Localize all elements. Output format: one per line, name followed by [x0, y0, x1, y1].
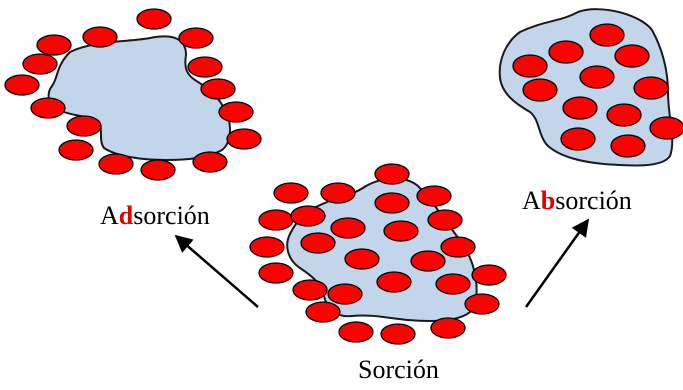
particle	[5, 75, 39, 95]
particle	[375, 164, 409, 184]
particle	[549, 41, 583, 63]
particle	[465, 294, 499, 314]
arrow-to-adsorption	[176, 236, 258, 307]
particle	[179, 28, 213, 48]
particle	[37, 35, 71, 55]
particle	[611, 135, 645, 157]
particle	[67, 116, 101, 136]
particle	[590, 24, 624, 46]
particle	[59, 140, 93, 160]
label-adsorcion: Adsorción	[100, 201, 210, 230]
particle	[219, 102, 253, 122]
particle	[331, 218, 365, 238]
label-sorcion: Sorción	[358, 355, 439, 384]
label-adsorcion-suffix: sorción	[133, 201, 210, 230]
label-absorcion: Absorción	[522, 186, 632, 215]
particle	[83, 27, 117, 47]
particle	[523, 79, 557, 101]
particle	[321, 183, 355, 203]
particle	[634, 77, 668, 99]
label-adsorcion-highlight: d	[119, 201, 134, 230]
particle	[375, 193, 409, 213]
label-adsorcion-prefix: A	[100, 201, 119, 230]
particle	[259, 210, 293, 230]
particle	[345, 249, 379, 269]
particle	[411, 251, 445, 271]
particle	[377, 272, 411, 292]
particle	[615, 45, 649, 67]
particle	[580, 66, 614, 88]
particle	[201, 79, 235, 99]
particle	[291, 206, 325, 226]
particle	[650, 117, 683, 139]
particle	[301, 233, 335, 253]
particle	[384, 221, 418, 241]
particle	[436, 274, 470, 294]
particle	[23, 54, 57, 74]
label-absorcion-prefix: A	[522, 186, 541, 215]
particle	[141, 160, 175, 180]
adsorption-group	[5, 9, 261, 180]
particle	[250, 237, 284, 257]
absorption-group	[500, 9, 683, 165]
particle	[31, 98, 65, 118]
particle	[431, 318, 465, 338]
particle	[417, 186, 451, 206]
label-absorcion-highlight: b	[541, 186, 555, 215]
particle	[99, 154, 133, 174]
particle	[441, 237, 475, 257]
particle	[328, 284, 362, 304]
particle	[259, 263, 293, 283]
particle	[193, 152, 227, 172]
particle	[339, 322, 373, 342]
particle	[607, 104, 641, 126]
particle	[381, 324, 415, 344]
label-absorcion-suffix: sorción	[555, 186, 632, 215]
particle	[563, 97, 597, 119]
particle	[513, 55, 547, 77]
particle	[306, 302, 340, 322]
particle	[428, 210, 462, 230]
particle	[561, 128, 595, 150]
particle	[274, 183, 308, 203]
particle	[137, 9, 171, 29]
arrow-to-absorption	[526, 220, 588, 307]
particle	[188, 57, 222, 77]
particle	[472, 265, 506, 285]
particle	[227, 129, 261, 149]
sorption-group	[250, 164, 506, 344]
particle	[293, 280, 327, 300]
